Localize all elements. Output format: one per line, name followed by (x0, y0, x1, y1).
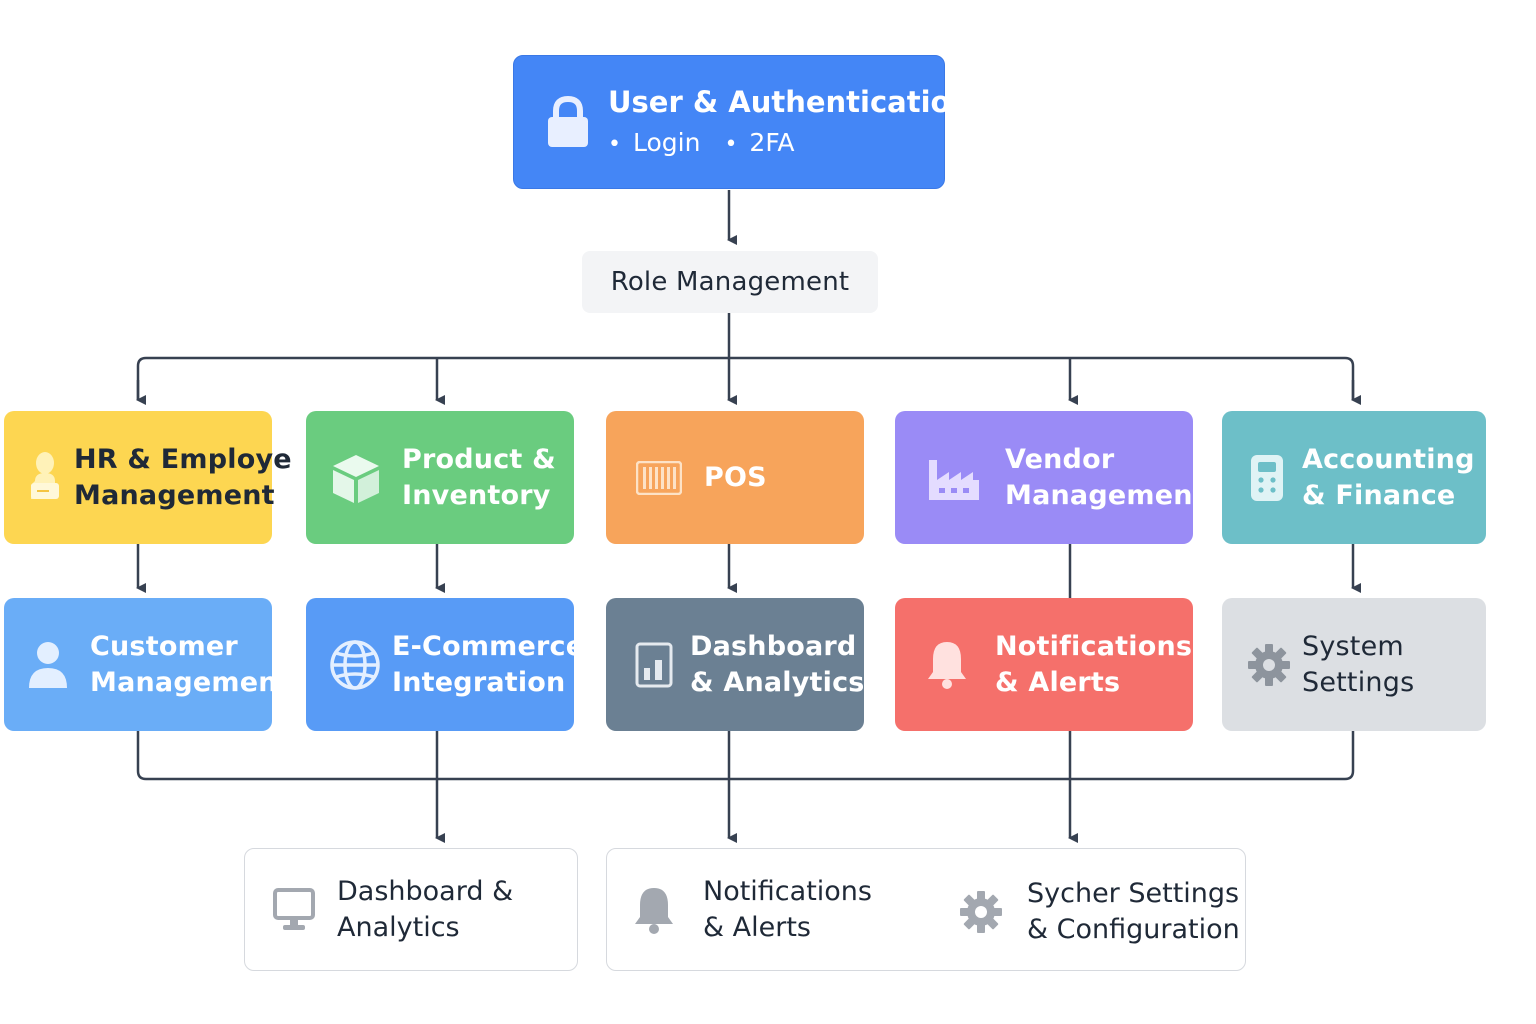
user-icon (26, 639, 70, 691)
role-management-box[interactable]: Role Management (582, 251, 878, 313)
user-authentication-box[interactable]: User & Authentication •Login •2FA (513, 55, 971, 189)
bullet-login: •Login (608, 128, 701, 157)
product-inventory-label: Product & Inventory (402, 443, 556, 511)
notifications-alerts-box[interactable]: Notifications & Alerts (895, 598, 1193, 731)
gear-icon (959, 889, 1005, 935)
monitor-icon (273, 886, 317, 934)
bell-icon (925, 638, 969, 692)
accounting-finance-label: Accounting & Finance (1302, 443, 1475, 511)
bottom-notifications-label: Notifications & Alerts (703, 876, 872, 943)
connector-top-bus (136, 356, 1355, 400)
bullet-2fa: •2FA (724, 128, 795, 157)
employee-icon (26, 448, 62, 508)
product-inventory-box[interactable]: Product & Inventory (306, 411, 574, 544)
system-settings-box[interactable]: System Settings (1222, 598, 1486, 731)
role-management-label: Role Management (610, 267, 850, 297)
gear-icon (1246, 642, 1292, 688)
pos-box[interactable]: POS (606, 411, 864, 544)
pos-label: POS (704, 461, 767, 493)
globe-icon (328, 638, 382, 692)
notifications-alerts-label: Notifications & Alerts (995, 630, 1193, 698)
lock-icon (544, 92, 592, 152)
bottom-dashboard-item: Dashboard & Analytics (273, 874, 513, 946)
bottom-dashboard-box[interactable]: Dashboard & Analytics (244, 848, 578, 971)
auth-bullets: •Login •2FA (608, 128, 971, 160)
bottom-notifications-settings-box[interactable]: Notifications & Alerts (606, 848, 1246, 971)
bottom-dashboard-label: Dashboard & Analytics (337, 876, 514, 943)
factory-icon (927, 453, 981, 503)
vendor-management-box[interactable]: Vendor Management (895, 411, 1206, 544)
system-settings-label: System Settings (1302, 630, 1415, 698)
bottom-settings-label: Sycher Settings & Configuration (1027, 878, 1240, 945)
bottom-settings-item: Sycher Settings & Configuration (959, 876, 1240, 948)
ecommerce-integration-label: E-Commerce Integration (392, 630, 585, 698)
user-authentication-title: User & Authentication (608, 85, 972, 119)
accounting-finance-box[interactable]: Accounting & Finance (1222, 411, 1486, 544)
dashboard-analytics-box[interactable]: Dashboard & Analytics (606, 598, 864, 731)
calculator-icon (1248, 453, 1286, 503)
ecommerce-integration-box[interactable]: E-Commerce Integration (306, 598, 584, 731)
customer-management-label: Customer Management (90, 630, 291, 698)
bell-icon (633, 884, 677, 936)
connector-bottom-bus (136, 731, 1355, 781)
bottom-notifications-item: Notifications & Alerts (633, 874, 872, 946)
box-icon (328, 450, 384, 506)
hr-employee-management-box[interactable]: HR & Employe Management (4, 411, 292, 544)
chart-icon (634, 640, 674, 690)
vendor-management-label: Vendor Management (1005, 443, 1206, 511)
dashboard-analytics-label: Dashboard & Analytics (690, 630, 865, 698)
customer-management-box[interactable]: Customer Management (4, 598, 291, 731)
hr-employee-label: HR & Employe Management (74, 443, 292, 511)
barcode-icon (636, 460, 682, 496)
